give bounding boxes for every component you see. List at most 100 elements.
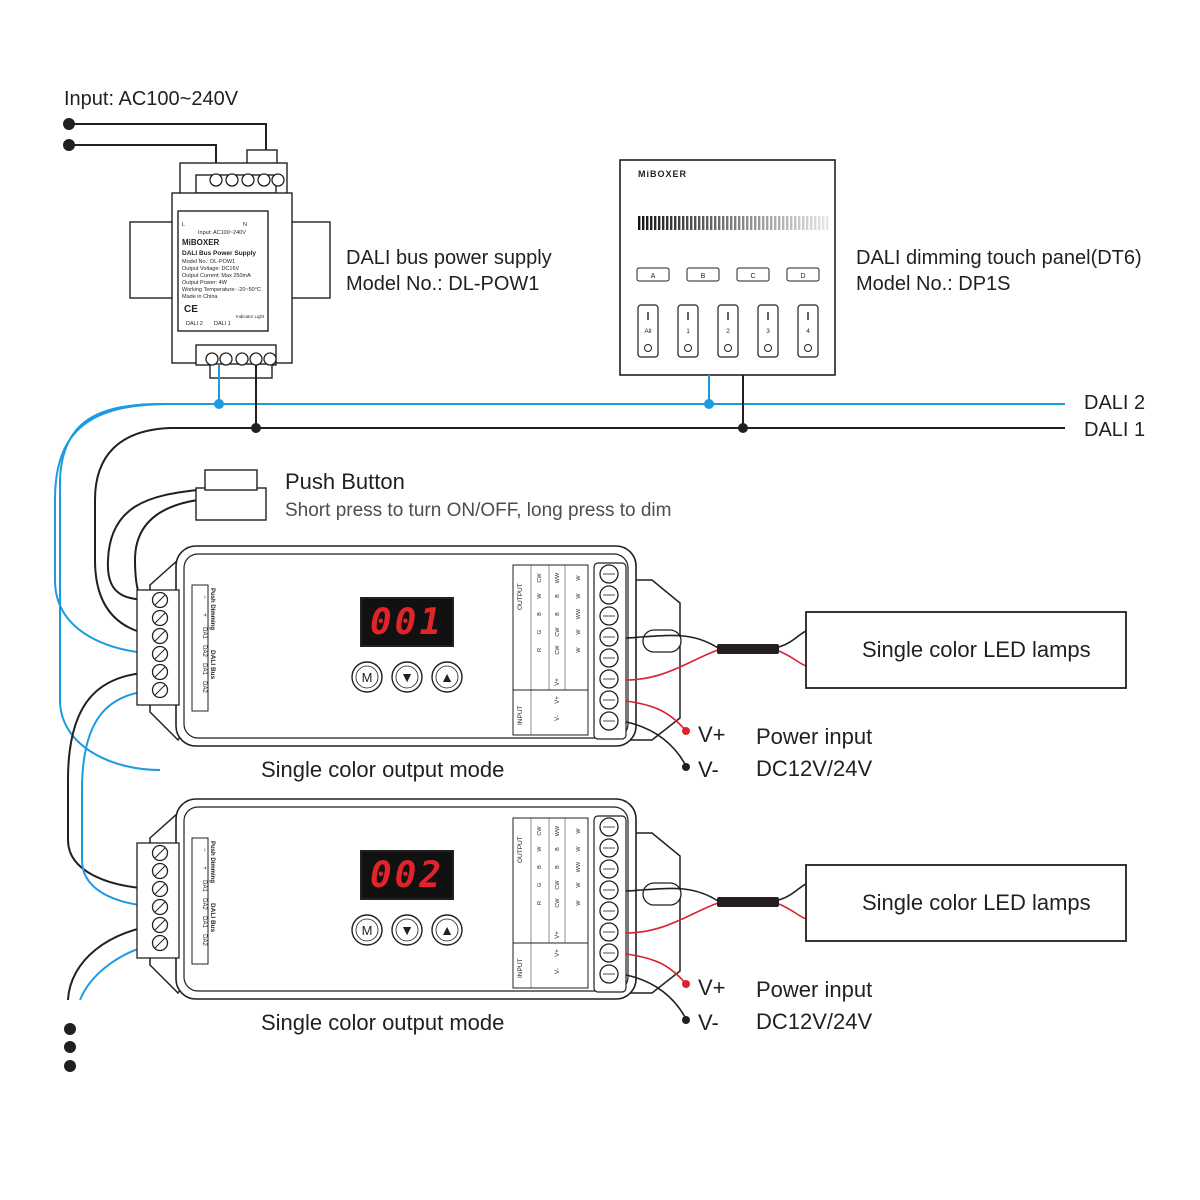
- up-icon: ▲: [440, 669, 454, 685]
- output-channel-label: W: [576, 647, 582, 653]
- vminus-label: V-: [698, 757, 719, 782]
- slider-tick: [658, 216, 661, 230]
- slider-tick: [650, 216, 653, 230]
- terminal-label: DA2: [201, 645, 207, 657]
- input-channel-label: V-: [555, 968, 561, 974]
- bus-junction-dots: [214, 399, 748, 433]
- slider-tick: [682, 216, 685, 230]
- power-supply-name: DALI bus power supply: [346, 247, 552, 269]
- terminal-label: DA2: [201, 898, 207, 910]
- slider-tick: [758, 216, 761, 230]
- group-button-c[interactable]: [736, 267, 770, 282]
- output-channel-label: W: [576, 593, 582, 599]
- up-icon: ▲: [440, 922, 454, 938]
- zone-off-mark: [804, 344, 812, 352]
- zone-button-label: 2: [726, 328, 730, 335]
- zone-button-2[interactable]: [717, 304, 739, 358]
- output-channel-label: CW: [537, 573, 543, 583]
- output-channel-label: B: [537, 612, 543, 616]
- output-channel-label: CW: [555, 880, 561, 890]
- zone-off-mark: [684, 344, 692, 352]
- group-button-label: B: [701, 273, 706, 280]
- slider-tick: [818, 216, 821, 230]
- svg-text:DALI Bus Power Supply: DALI Bus Power Supply: [182, 250, 256, 257]
- slider-tick: [754, 216, 757, 230]
- svg-text:Output Voltage: DC16V: Output Voltage: DC16V: [182, 266, 240, 272]
- power-input-value: DC12V/24V: [756, 1009, 873, 1034]
- segment-display: [360, 850, 454, 900]
- output-label: OUTPUT: [517, 583, 524, 610]
- input-block-label: INPUT: [517, 705, 524, 725]
- slider-tick: [726, 216, 729, 230]
- vplus-label: V+: [698, 722, 726, 747]
- group-button-b[interactable]: [686, 267, 720, 282]
- led-lamp-label: Single color LED lamps: [862, 890, 1091, 915]
- dali-bus-lines: [59, 365, 1065, 771]
- slider-tick: [774, 216, 777, 230]
- input-channel-label: V+: [555, 949, 561, 957]
- slider-tick: [710, 216, 713, 230]
- group-button-label: D: [800, 273, 805, 280]
- terminal-label: DA1: [201, 663, 207, 675]
- slider-tick: [638, 216, 641, 230]
- slider-tick: [646, 216, 649, 230]
- slider-tick: [794, 216, 797, 230]
- psu-label-text: L N Input: AC100~240V MiBOXER DALI Bus P…: [182, 222, 265, 327]
- push-button-title: Push Button: [285, 469, 405, 494]
- power-input-title: Power input: [756, 724, 873, 749]
- group-button-d[interactable]: [786, 267, 820, 282]
- push-button-device[interactable]: [195, 469, 267, 521]
- slider-tick: [786, 216, 789, 230]
- slider-tick: [822, 216, 825, 230]
- slider-tick: [694, 216, 697, 230]
- zone-button-3[interactable]: [757, 304, 779, 358]
- slider-tick: [734, 216, 737, 230]
- vplus-dot: [682, 727, 690, 735]
- input-block-label: INPUT: [517, 958, 524, 978]
- dali-bus-label: DALI Bus: [209, 650, 216, 680]
- slider-tick: [690, 216, 693, 230]
- output-channel-label: WW: [555, 825, 561, 836]
- zone-button-label: 3: [766, 328, 770, 335]
- down-icon: ▼: [400, 669, 414, 685]
- vminus-label: V-: [698, 1010, 719, 1035]
- slider-tick: [666, 216, 669, 230]
- ac-terminal-dot: [63, 118, 75, 130]
- brightness-slider[interactable]: [638, 216, 829, 230]
- zone-button-label: 1: [686, 328, 690, 335]
- output-channel-label: R: [537, 901, 543, 905]
- terminal-label: DA1: [201, 627, 207, 639]
- svg-text:Output Power: 4W: Output Power: 4W: [182, 280, 228, 286]
- slider-tick: [678, 216, 681, 230]
- group-button-label: A: [651, 273, 656, 280]
- terminal-label: DA1: [201, 916, 207, 928]
- output-channel-label: W: [576, 629, 582, 635]
- slider-tick: [770, 216, 773, 230]
- output-channel-label: CW: [555, 645, 561, 655]
- touch-panel-model: Model No.: DP1S: [856, 273, 1011, 295]
- dali1-bus-label: DALI 1: [1084, 419, 1145, 441]
- zone-off-mark: [724, 344, 732, 352]
- slider-tick: [670, 216, 673, 230]
- slider-tick: [662, 216, 665, 230]
- output-channel-label: W: [576, 882, 582, 888]
- slider-tick: [706, 216, 709, 230]
- output-channel-label: CW: [555, 898, 561, 908]
- slider-tick: [674, 216, 677, 230]
- output-channel-label: CW: [537, 826, 543, 836]
- svg-text:Working Temperature: -20~50°C: Working Temperature: -20~50°C: [182, 287, 261, 293]
- zone-button-all[interactable]: [637, 304, 659, 358]
- push-dimming-label: Push Dimming: [209, 588, 215, 630]
- slider-tick: [738, 216, 741, 230]
- zone-button-label: All: [644, 328, 652, 335]
- slider-tick: [778, 216, 781, 230]
- group-button-a[interactable]: [636, 267, 670, 282]
- zone-button-4[interactable]: [797, 304, 819, 358]
- terminal-label: +: [201, 866, 207, 870]
- slider-tick: [718, 216, 721, 230]
- zone-button-1[interactable]: [677, 304, 699, 358]
- output-channel-label: W: [576, 900, 582, 906]
- slider-tick: [766, 216, 769, 230]
- slider-tick: [782, 216, 785, 230]
